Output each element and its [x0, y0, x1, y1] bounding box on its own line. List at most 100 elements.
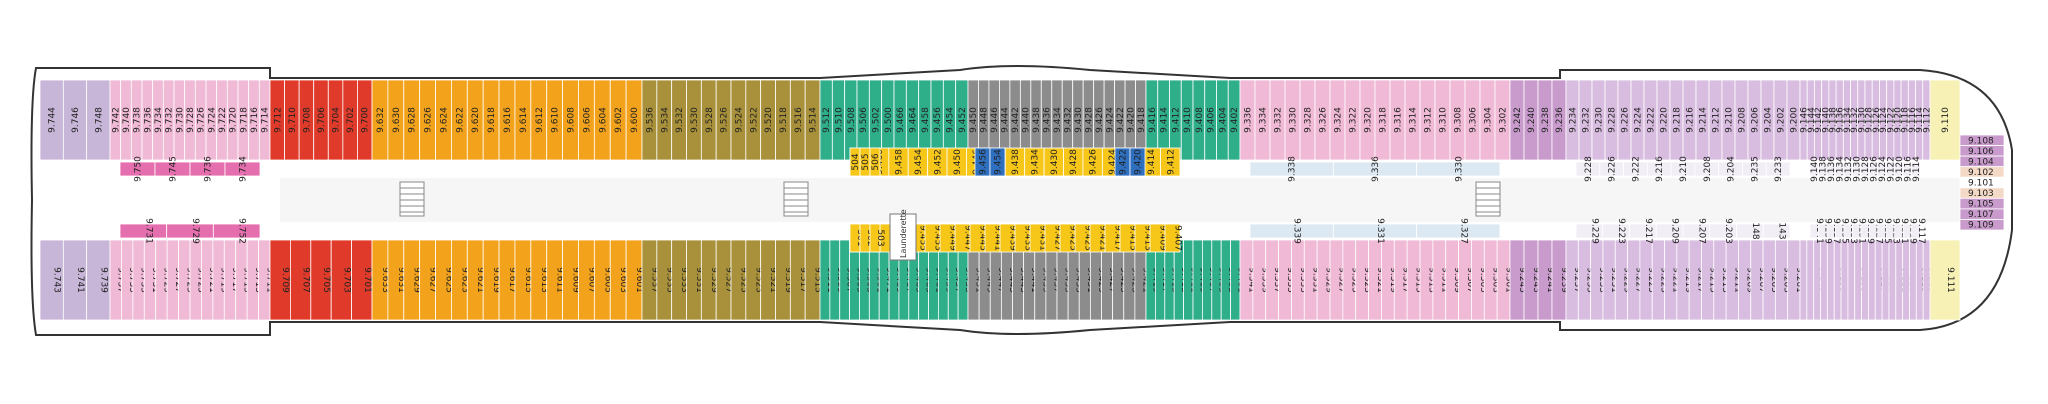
- cabin[interactable]: 9.730: [173, 79, 185, 161]
- cabin[interactable]: 9.111: [1929, 239, 1961, 321]
- cabin[interactable]: 9.633: [371, 239, 390, 321]
- cabin[interactable]: 9.745: [154, 156, 191, 182]
- cabin[interactable]: 9.456: [974, 147, 991, 177]
- cabin[interactable]: 9.514: [804, 79, 821, 161]
- cabin[interactable]: 9.603: [609, 239, 628, 321]
- cabin[interactable]: 9.716: [248, 79, 260, 161]
- cabin[interactable]: 9.739: [86, 239, 111, 321]
- cabin[interactable]: 9.107: [1959, 208, 2005, 220]
- cabin[interactable]: 9.412: [1160, 147, 1181, 177]
- cabin[interactable]: 9.117: [1911, 218, 1926, 244]
- cabin[interactable]: 9.233: [1590, 239, 1607, 321]
- cabin[interactable]: 9.705: [310, 239, 332, 321]
- cabin[interactable]: 9.413: [1134, 223, 1153, 253]
- cabin[interactable]: 148: [1736, 222, 1764, 240]
- cabin[interactable]: 9.410: [1180, 79, 1194, 161]
- cabin[interactable]: 9.438: [1004, 147, 1026, 177]
- cabin[interactable]: 9.417: [1104, 223, 1123, 253]
- cabin[interactable]: 9.308: [1449, 79, 1466, 161]
- cabin[interactable]: 9.520: [760, 79, 776, 161]
- cabin[interactable]: 9.230: [1591, 79, 1606, 161]
- cabin[interactable]: 9.720: [226, 79, 239, 161]
- cabin[interactable]: 9.450: [946, 147, 967, 177]
- cabin[interactable]: 9.233: [1765, 156, 1791, 182]
- cabin[interactable]: 9.728: [184, 79, 196, 161]
- cabin[interactable]: 9.706: [313, 79, 329, 161]
- cabin[interactable]: 9.101: [1959, 176, 2005, 189]
- cabin[interactable]: 9.458: [888, 147, 909, 177]
- cabin[interactable]: 9.336: [1239, 79, 1256, 161]
- cabin[interactable]: 504: [849, 147, 861, 177]
- cabin[interactable]: 9.105: [1959, 197, 2005, 210]
- cabin[interactable]: 9.608: [562, 79, 579, 161]
- cabin[interactable]: 9.241: [1537, 239, 1555, 321]
- cabin[interactable]: 9.332: [1269, 79, 1286, 161]
- cabin[interactable]: 9.109: [1959, 219, 2005, 231]
- cabin[interactable]: 9.321: [1368, 239, 1385, 321]
- cabin[interactable]: 9.620: [466, 79, 484, 161]
- cabin[interactable]: 9.339: [1249, 218, 1334, 244]
- cabin[interactable]: 9.335: [1278, 239, 1295, 321]
- cabin[interactable]: 9.618: [482, 79, 500, 161]
- cabin[interactable]: 9.310: [1434, 79, 1451, 161]
- cabin[interactable]: 9.616: [498, 79, 516, 161]
- cabin[interactable]: 9.222: [1643, 79, 1658, 161]
- cabin[interactable]: 9.201: [1787, 239, 1804, 321]
- cabin[interactable]: 9.534: [656, 79, 673, 161]
- cabin[interactable]: 9.528: [700, 79, 717, 161]
- cabin[interactable]: 9.611: [546, 239, 565, 321]
- cabin[interactable]: 9.306: [1464, 79, 1481, 161]
- cabin[interactable]: 9.312: [1419, 79, 1436, 161]
- cabin[interactable]: 9.714: [258, 79, 271, 161]
- cabin[interactable]: 9.408: [1192, 79, 1206, 161]
- cabin[interactable]: 9.216: [1682, 79, 1697, 161]
- cabin[interactable]: 9.430: [1043, 147, 1064, 177]
- cabin[interactable]: 9.752: [212, 218, 261, 244]
- cabin[interactable]: 9.322: [1344, 79, 1361, 161]
- cabin[interactable]: 9.110: [1929, 79, 1961, 161]
- cabin[interactable]: 9.218: [1669, 79, 1684, 161]
- cabin[interactable]: 9.732: [162, 79, 175, 161]
- cabin[interactable]: 9.621: [466, 239, 485, 321]
- cabin[interactable]: 9.433: [1014, 223, 1033, 253]
- cabin[interactable]: 9.510: [831, 79, 846, 161]
- cabin[interactable]: 9.428: [1063, 147, 1084, 177]
- cabin[interactable]: 9.703: [330, 239, 353, 321]
- cabin[interactable]: 9.614: [514, 79, 532, 161]
- cabin[interactable]: 9.726: [194, 79, 207, 161]
- cabin[interactable]: 9.521: [760, 239, 778, 321]
- cabin[interactable]: 9.314: [1404, 79, 1421, 161]
- cabin[interactable]: 9.326: [1314, 79, 1331, 161]
- cabin[interactable]: 9.200: [1786, 79, 1801, 161]
- cabin[interactable]: 9.738: [130, 79, 143, 161]
- cabin[interactable]: 9.304: [1479, 79, 1496, 161]
- cabin[interactable]: 9.712: [269, 79, 285, 161]
- cabin[interactable]: 9.629: [403, 239, 422, 321]
- cabin[interactable]: 9.232: [1578, 79, 1593, 161]
- cabin[interactable]: 9.320: [1359, 79, 1376, 161]
- cabin[interactable]: 9.746: [62, 79, 88, 161]
- cabin[interactable]: 9.237: [1565, 239, 1582, 321]
- cabin[interactable]: 9.522: [745, 79, 762, 161]
- cabin[interactable]: 9.605: [593, 239, 612, 321]
- cabin[interactable]: 9.741: [62, 239, 88, 321]
- cabin[interactable]: 9.744: [39, 79, 64, 161]
- cabin[interactable]: 9.236: [1551, 79, 1567, 161]
- cabin[interactable]: 9.334: [1254, 79, 1271, 161]
- cabin[interactable]: 9.234: [1565, 79, 1580, 161]
- cabin[interactable]: 9.734: [224, 156, 261, 182]
- cabin[interactable]: 9.532: [671, 79, 687, 161]
- cabin[interactable]: 9.535: [656, 239, 674, 321]
- cabin[interactable]: 9.202: [1773, 79, 1788, 161]
- cabin[interactable]: 9.609: [562, 239, 581, 321]
- cabin[interactable]: 9.104: [1959, 155, 2005, 167]
- cabin[interactable]: 505: [859, 147, 871, 177]
- cabin[interactable]: 9.736: [141, 79, 153, 161]
- cabin[interactable]: 9.631: [387, 239, 406, 321]
- cabin[interactable]: 9.612: [530, 79, 548, 161]
- cabin[interactable]: 9.302: [1494, 79, 1511, 161]
- cabin[interactable]: 9.327: [1416, 218, 1501, 244]
- cabin[interactable]: 9.420: [1129, 147, 1146, 177]
- cabin[interactable]: 9.215: [1701, 239, 1718, 321]
- cabin[interactable]: 9.316: [1389, 79, 1406, 161]
